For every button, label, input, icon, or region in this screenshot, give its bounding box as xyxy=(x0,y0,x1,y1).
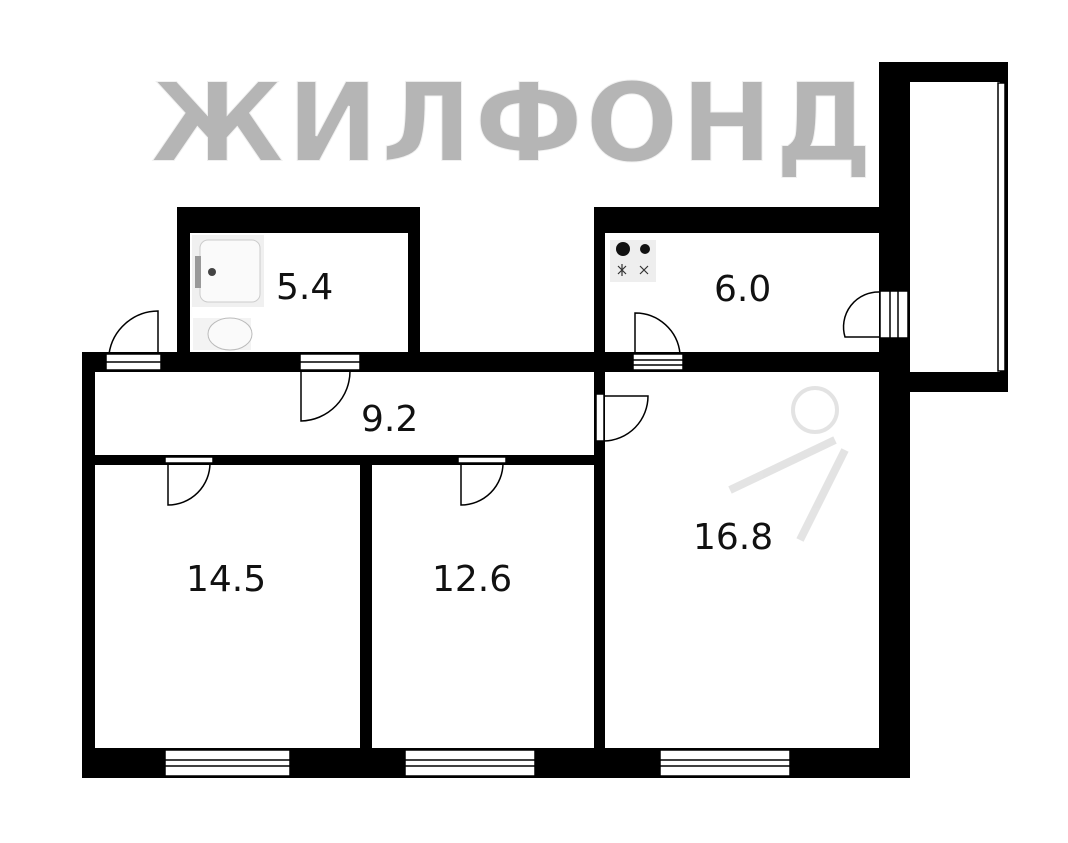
area-bathroom: 5.4 xyxy=(276,267,334,308)
watermark-logo: ЖИЛФОНД xyxy=(149,59,875,187)
keys-watermark-icon xyxy=(728,386,849,542)
area-room-middle: 12.6 xyxy=(432,559,513,600)
area-kitchen: 6.0 xyxy=(714,269,772,310)
bathroom-fixtures xyxy=(192,235,264,351)
stove-icon xyxy=(610,240,656,282)
area-hallway: 9.2 xyxy=(361,399,419,440)
doors xyxy=(105,290,909,506)
area-room-right: 16.8 xyxy=(693,517,774,558)
area-room-left: 14.5 xyxy=(186,559,267,600)
windows xyxy=(164,82,1006,777)
